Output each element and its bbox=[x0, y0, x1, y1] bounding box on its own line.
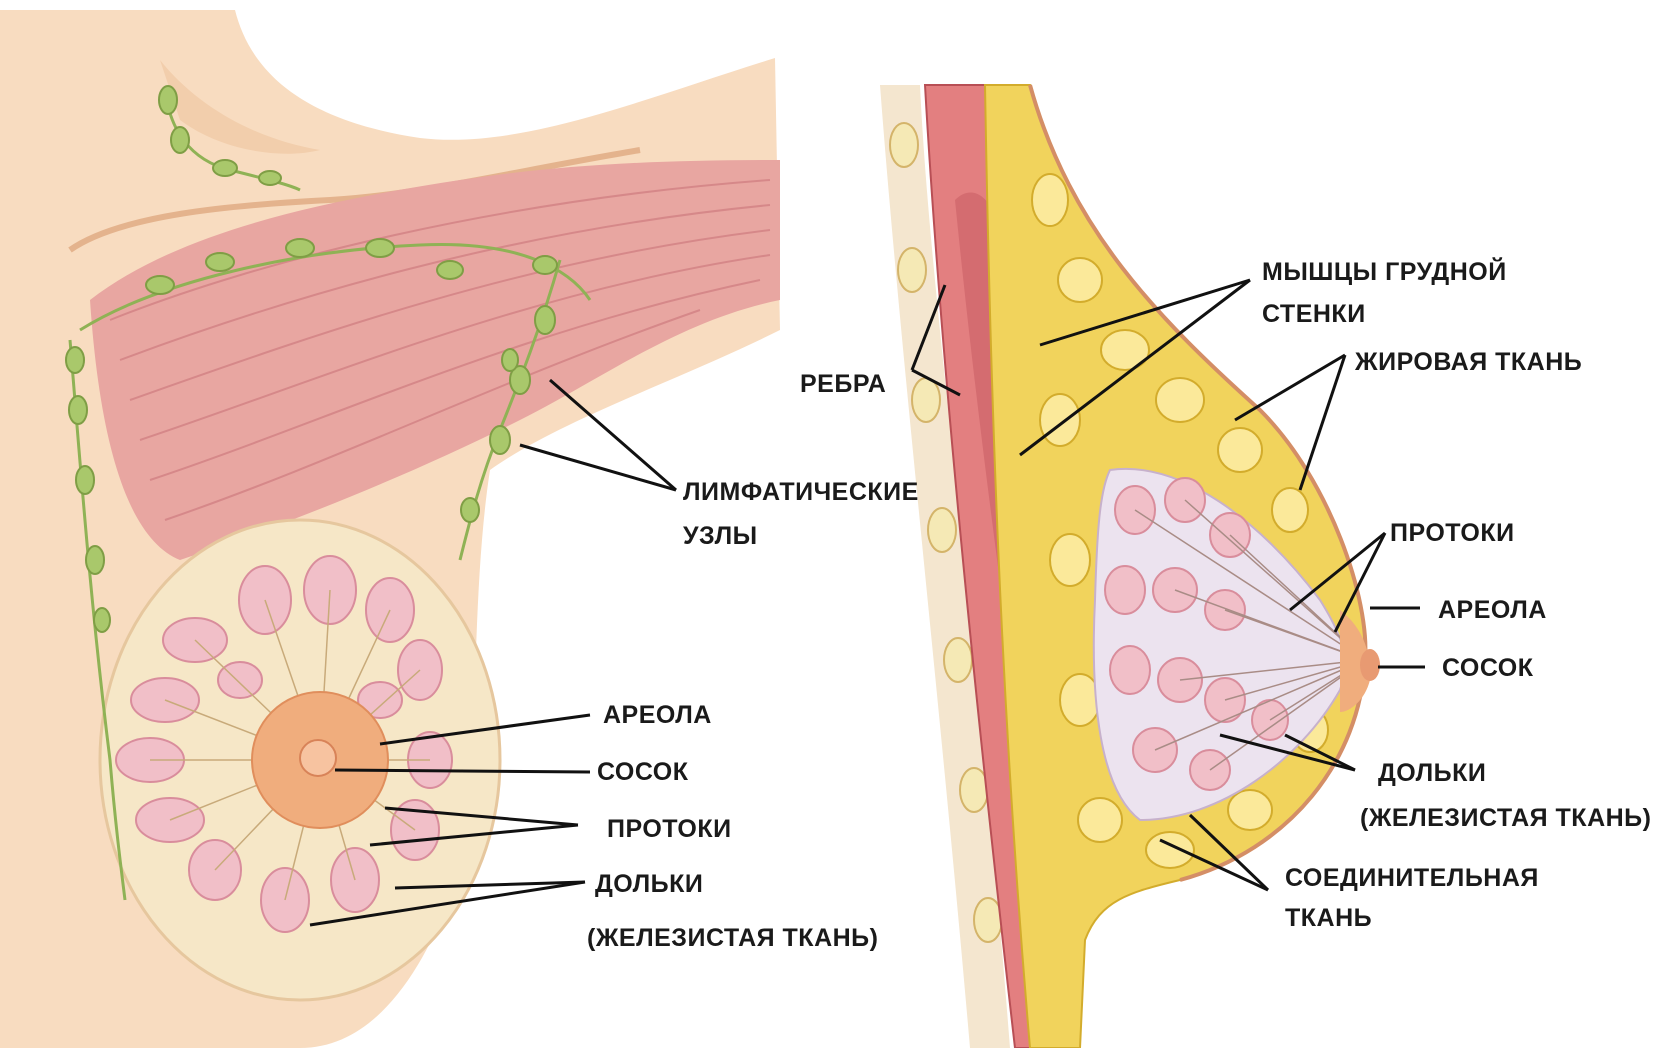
label-side-nipple: СОСОК bbox=[1442, 650, 1534, 686]
side-nipple bbox=[1360, 649, 1380, 681]
label-front-nipple: СОСОК bbox=[597, 754, 689, 790]
label-lymph-nodes-line2: УЗЛЫ bbox=[683, 518, 758, 554]
label-side-lobules-line1: ДОЛЬКИ bbox=[1378, 755, 1486, 791]
label-ribs: РЕБРА bbox=[800, 366, 886, 402]
label-front-lobules-line1: ДОЛЬКИ bbox=[595, 866, 703, 902]
label-front-areola: АРЕОЛА bbox=[603, 697, 712, 733]
label-chest-muscles-line2: СТЕНКИ bbox=[1262, 296, 1366, 332]
label-connective-line1: СОЕДИНИТЕЛЬНАЯ bbox=[1285, 860, 1539, 896]
label-lymph-nodes-line1: ЛИМФАТИЧЕСКИЕ bbox=[683, 474, 919, 510]
nipple bbox=[300, 740, 336, 776]
label-front-ducts: ПРОТОКИ bbox=[607, 811, 732, 847]
label-side-areola: АРЕОЛА bbox=[1438, 592, 1547, 628]
label-chest-muscles-line1: МЫШЦЫ ГРУДНОЙ bbox=[1262, 254, 1507, 290]
label-fat-tissue: ЖИРОВАЯ ТКАНЬ bbox=[1355, 344, 1582, 380]
label-side-lobules-line2: (ЖЕЛЕЗИСТАЯ ТКАНЬ) bbox=[1360, 800, 1651, 836]
label-side-ducts: ПРОТОКИ bbox=[1390, 515, 1515, 551]
label-connective-line2: ТКАНЬ bbox=[1285, 900, 1372, 936]
label-front-lobules-line2: (ЖЕЛЕЗИСТАЯ ТКАНЬ) bbox=[587, 920, 878, 956]
